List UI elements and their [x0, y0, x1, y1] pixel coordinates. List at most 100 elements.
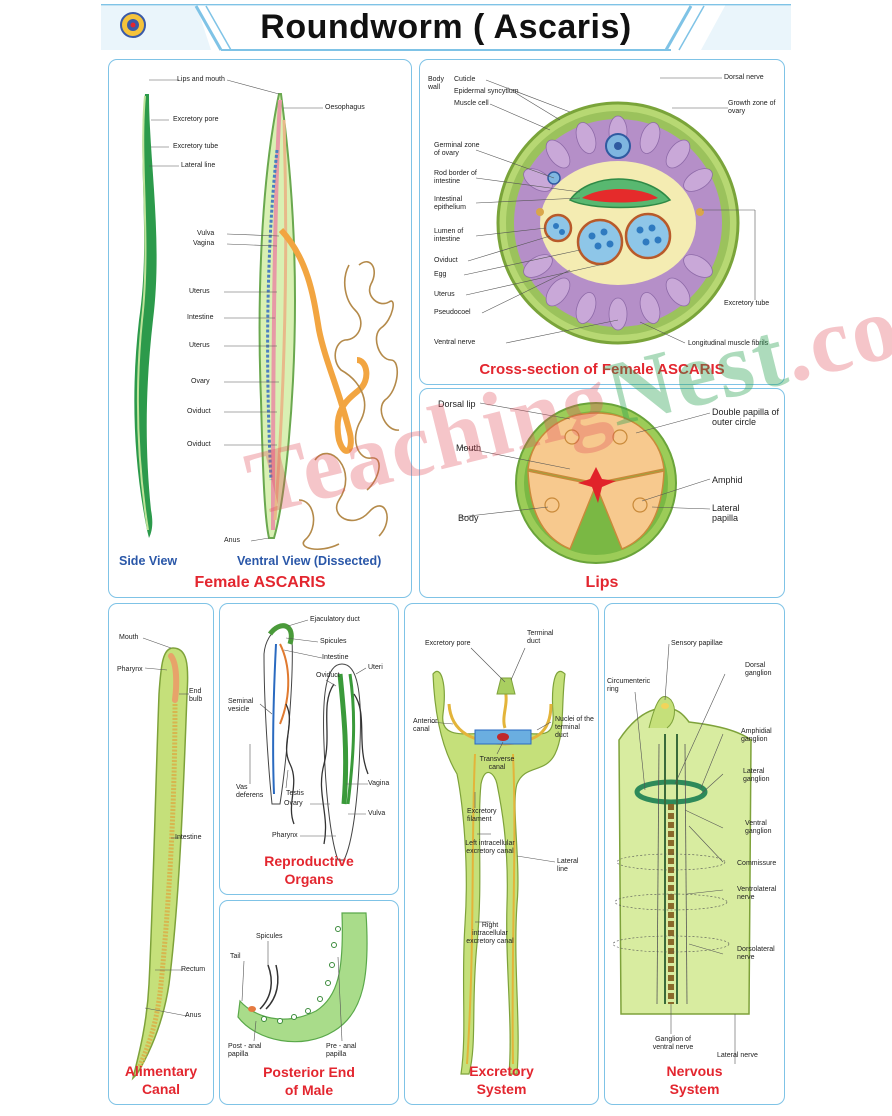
label-ventral-ganglion: Ventral ganglion	[745, 820, 772, 835]
label-uterus: Uterus	[434, 291, 455, 298]
label-lateral-nerve: Lateral nerve	[717, 1052, 758, 1059]
label-dorsolateral-nerve: Dorsolateral nerve	[737, 946, 775, 961]
label-double-papilla: Double papilla of outer circle	[712, 407, 780, 427]
label-commissure: Commissure	[737, 860, 777, 867]
label-ovary: Ovary	[191, 378, 210, 385]
label-amphidial-ganglion: Amphidial ganglion	[741, 728, 772, 743]
chart-page: Roundworm ( Ascaris)	[101, 4, 892, 1112]
label-ovary: Ovary	[284, 800, 303, 807]
label-testis: Testis	[286, 790, 304, 797]
label-tail: Tail	[230, 953, 241, 960]
label-lateral-line: Lateral line	[181, 162, 216, 169]
label-lips-and-mouth: Lips and mouth	[177, 76, 225, 83]
label-lateral-ganglion: Lateral ganglion	[743, 768, 770, 783]
label-mouth: Mouth	[456, 443, 482, 453]
label-terminal-duct: Terminal duct	[527, 630, 554, 645]
label-pre-anal-papilla: Pre - anal papilla	[326, 1043, 357, 1058]
caption-posterior-line1: Posterior End	[263, 1064, 355, 1080]
label-uteri: Uteri	[368, 664, 383, 671]
panel-female-ascaris: Lips and mouth Excretory pore Excretory …	[108, 59, 412, 598]
label-oviduct-1: Oviduct	[187, 408, 211, 415]
label-egg: Egg	[434, 271, 447, 278]
caption-ventral-view: Ventral View (Dissected)	[237, 554, 382, 568]
label-intestine: Intestine	[187, 314, 214, 321]
label-oesophagus: Oesophagus	[325, 104, 365, 111]
label-vagina: Vagina	[193, 240, 215, 247]
label-germinal-zone: Germinal zone of ovary	[434, 142, 480, 157]
label-nuclei-terminal-duct: Nuclei of the terminal duct	[555, 716, 594, 739]
excretory-system-illustration	[430, 647, 566, 1075]
label-circumenteric-ring: Circumenteric ring	[607, 678, 651, 693]
label-transverse-canal: Transverse canal	[479, 756, 515, 771]
label-anus: Anus	[224, 537, 240, 544]
label-cuticle: Cuticle	[454, 76, 476, 83]
posterior-end-illustration	[237, 912, 368, 1043]
label-pseudocoel: Pseudocoel	[434, 309, 471, 316]
caption-nervous-line2: System	[669, 1081, 720, 1097]
label-spicules: Spicules	[320, 638, 347, 645]
label-rod-border: Rod border of intestine	[434, 170, 477, 185]
label-growth-zone: Growth zone of ovary	[728, 100, 776, 115]
label-mouth: Mouth	[119, 634, 139, 641]
label-intestinal-epithelium: Intestinal epithelium	[434, 196, 466, 211]
label-intestine: Intestine	[322, 654, 349, 661]
label-pharynx: Pharynx	[272, 832, 298, 839]
caption-nervous-line1: Nervous	[666, 1063, 723, 1079]
label-anus: Anus	[185, 1012, 201, 1019]
panel-cross-section: Body wall Cuticle Epidermal syncytium Mu…	[419, 59, 785, 385]
page-title: Roundworm ( Ascaris)	[260, 8, 632, 46]
label-dorsal-lip: Dorsal lip	[438, 399, 476, 409]
label-dorsal-nerve: Dorsal nerve	[724, 74, 764, 81]
label-lumen-of-intestine: Lumen of intestine	[434, 228, 464, 243]
caption-excretory-line2: System	[476, 1081, 527, 1097]
caption-reproductive-line1: Reproductive	[264, 853, 354, 869]
panel-nervous-system: Sensory papillae Circumenteric ring Dors…	[604, 603, 785, 1105]
alimentary-canal-illustration	[131, 637, 189, 1081]
caption-side-view: Side View	[119, 554, 178, 568]
label-left-intracellular-canal: Left intracellular excretory canal	[465, 840, 515, 855]
label-body-wall: Body wall	[428, 76, 444, 91]
label-longitudinal-muscle-fibrils: Longitudinal muscle fibrils	[688, 340, 769, 347]
label-spicules: Spicules	[256, 933, 283, 940]
label-dorsal-ganglion: Dorsal ganglion	[745, 662, 772, 677]
panel-lips: Dorsal lip Mouth Body Double papilla of …	[419, 388, 785, 598]
caption-female-ascaris: Female ASCARIS	[194, 574, 326, 591]
reproductive-organs-illustration	[249, 619, 369, 861]
label-lateral-papilla: Lateral papilla	[712, 503, 740, 523]
panel-posterior-end: Spicules Tail Post - anal papilla Pre - …	[219, 900, 399, 1105]
label-muscle-cell: Muscle cell	[454, 100, 489, 107]
label-end-bulb: End bulb	[189, 688, 203, 703]
label-vagina: Vagina	[368, 780, 390, 787]
label-ejaculatory-duct: Ejaculatory duct	[310, 616, 360, 623]
caption-lips: Lips	[585, 574, 619, 591]
panel-excretory-system: Excretory pore Terminal duct Anterior ca…	[404, 603, 599, 1105]
label-intestine: Intestine	[175, 834, 202, 841]
label-ventral-nerve: Ventral nerve	[434, 339, 476, 346]
label-seminal-vesicle: Seminal vesicle	[228, 698, 254, 713]
label-anterior-canal: Anterior canal	[413, 718, 438, 733]
panel-reproductive-organs: Ejaculatory duct Spicules Intestine Semi…	[219, 603, 399, 895]
cross-section-illustration	[463, 77, 756, 345]
caption-posterior-line2: of Male	[284, 1082, 334, 1098]
label-excretory-tube: Excretory tube	[173, 143, 219, 150]
label-uterus-1: Uterus	[189, 288, 210, 295]
label-body: Body	[458, 513, 479, 523]
nervous-system-illustration	[612, 643, 752, 1064]
caption-excretory-line1: Excretory	[469, 1063, 534, 1079]
watermark-part3: .com	[772, 255, 892, 402]
label-oviduct-2: Oviduct	[187, 441, 211, 448]
female-ascaris-illustration	[134, 79, 400, 551]
label-vulva: Vulva	[197, 230, 215, 237]
header: Roundworm ( Ascaris)	[101, 4, 791, 54]
label-lateral-line: Lateral line	[557, 858, 579, 873]
label-vas-deferens: Vas deferens	[236, 784, 264, 799]
caption-reproductive-line2: Organs	[284, 871, 334, 887]
caption-alimentary-line2: Canal	[141, 1081, 181, 1097]
label-epidermal-syncytium: Epidermal syncytium	[454, 88, 519, 95]
label-ventrolateral-nerve: Ventrolateral nerve	[737, 886, 777, 901]
label-oviduct: Oviduct	[434, 257, 458, 264]
label-rectum: Rectum	[181, 966, 206, 973]
label-right-intracellular-canal: Right intracellular excretory canal	[466, 922, 514, 945]
panel-alimentary-canal: Mouth Pharynx End bulb Intestine Rectum …	[108, 603, 214, 1105]
label-excretory-pore: Excretory pore	[425, 640, 471, 647]
